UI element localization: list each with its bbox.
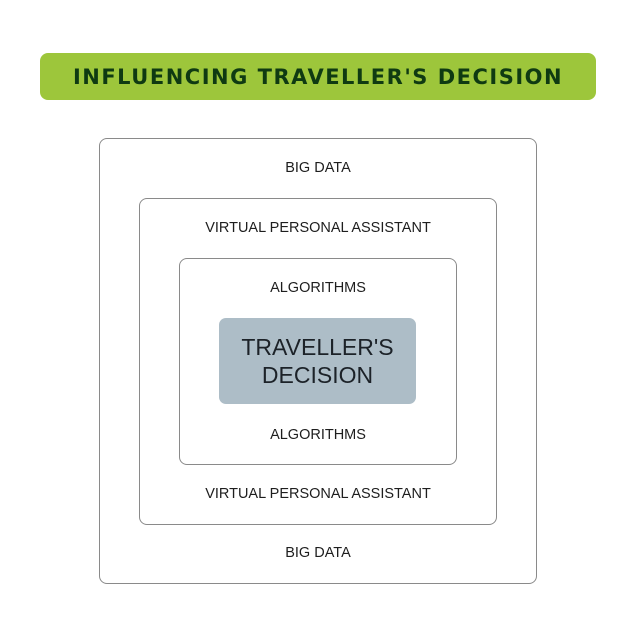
layer-label-top: BIG DATA	[285, 160, 351, 176]
layer-label-top: ALGORITHMS	[270, 280, 366, 296]
layer-virtual-personal-assistant: VIRTUAL PERSONAL ASSISTANT VIRTUAL PERSO…	[139, 198, 497, 525]
layer-label-bottom: VIRTUAL PERSONAL ASSISTANT	[205, 486, 431, 502]
center-line-1: TRAVELLER'S	[241, 334, 394, 360]
layer-algorithms: ALGORITHMS ALGORITHMS	[179, 258, 457, 465]
title: INFLUENCING TRAVELLER'S DECISION	[72, 64, 564, 89]
layer-label-bottom: ALGORITHMS	[270, 427, 366, 443]
layer-label-bottom: BIG DATA	[285, 545, 351, 561]
title-banner: INFLUENCING TRAVELLER'S DECISION	[40, 53, 596, 100]
layer-label-top: VIRTUAL PERSONAL ASSISTANT	[205, 220, 431, 236]
center-line-2: DECISION	[261, 362, 374, 388]
layer-big-data: BIG DATA BIG DATA	[99, 138, 537, 584]
